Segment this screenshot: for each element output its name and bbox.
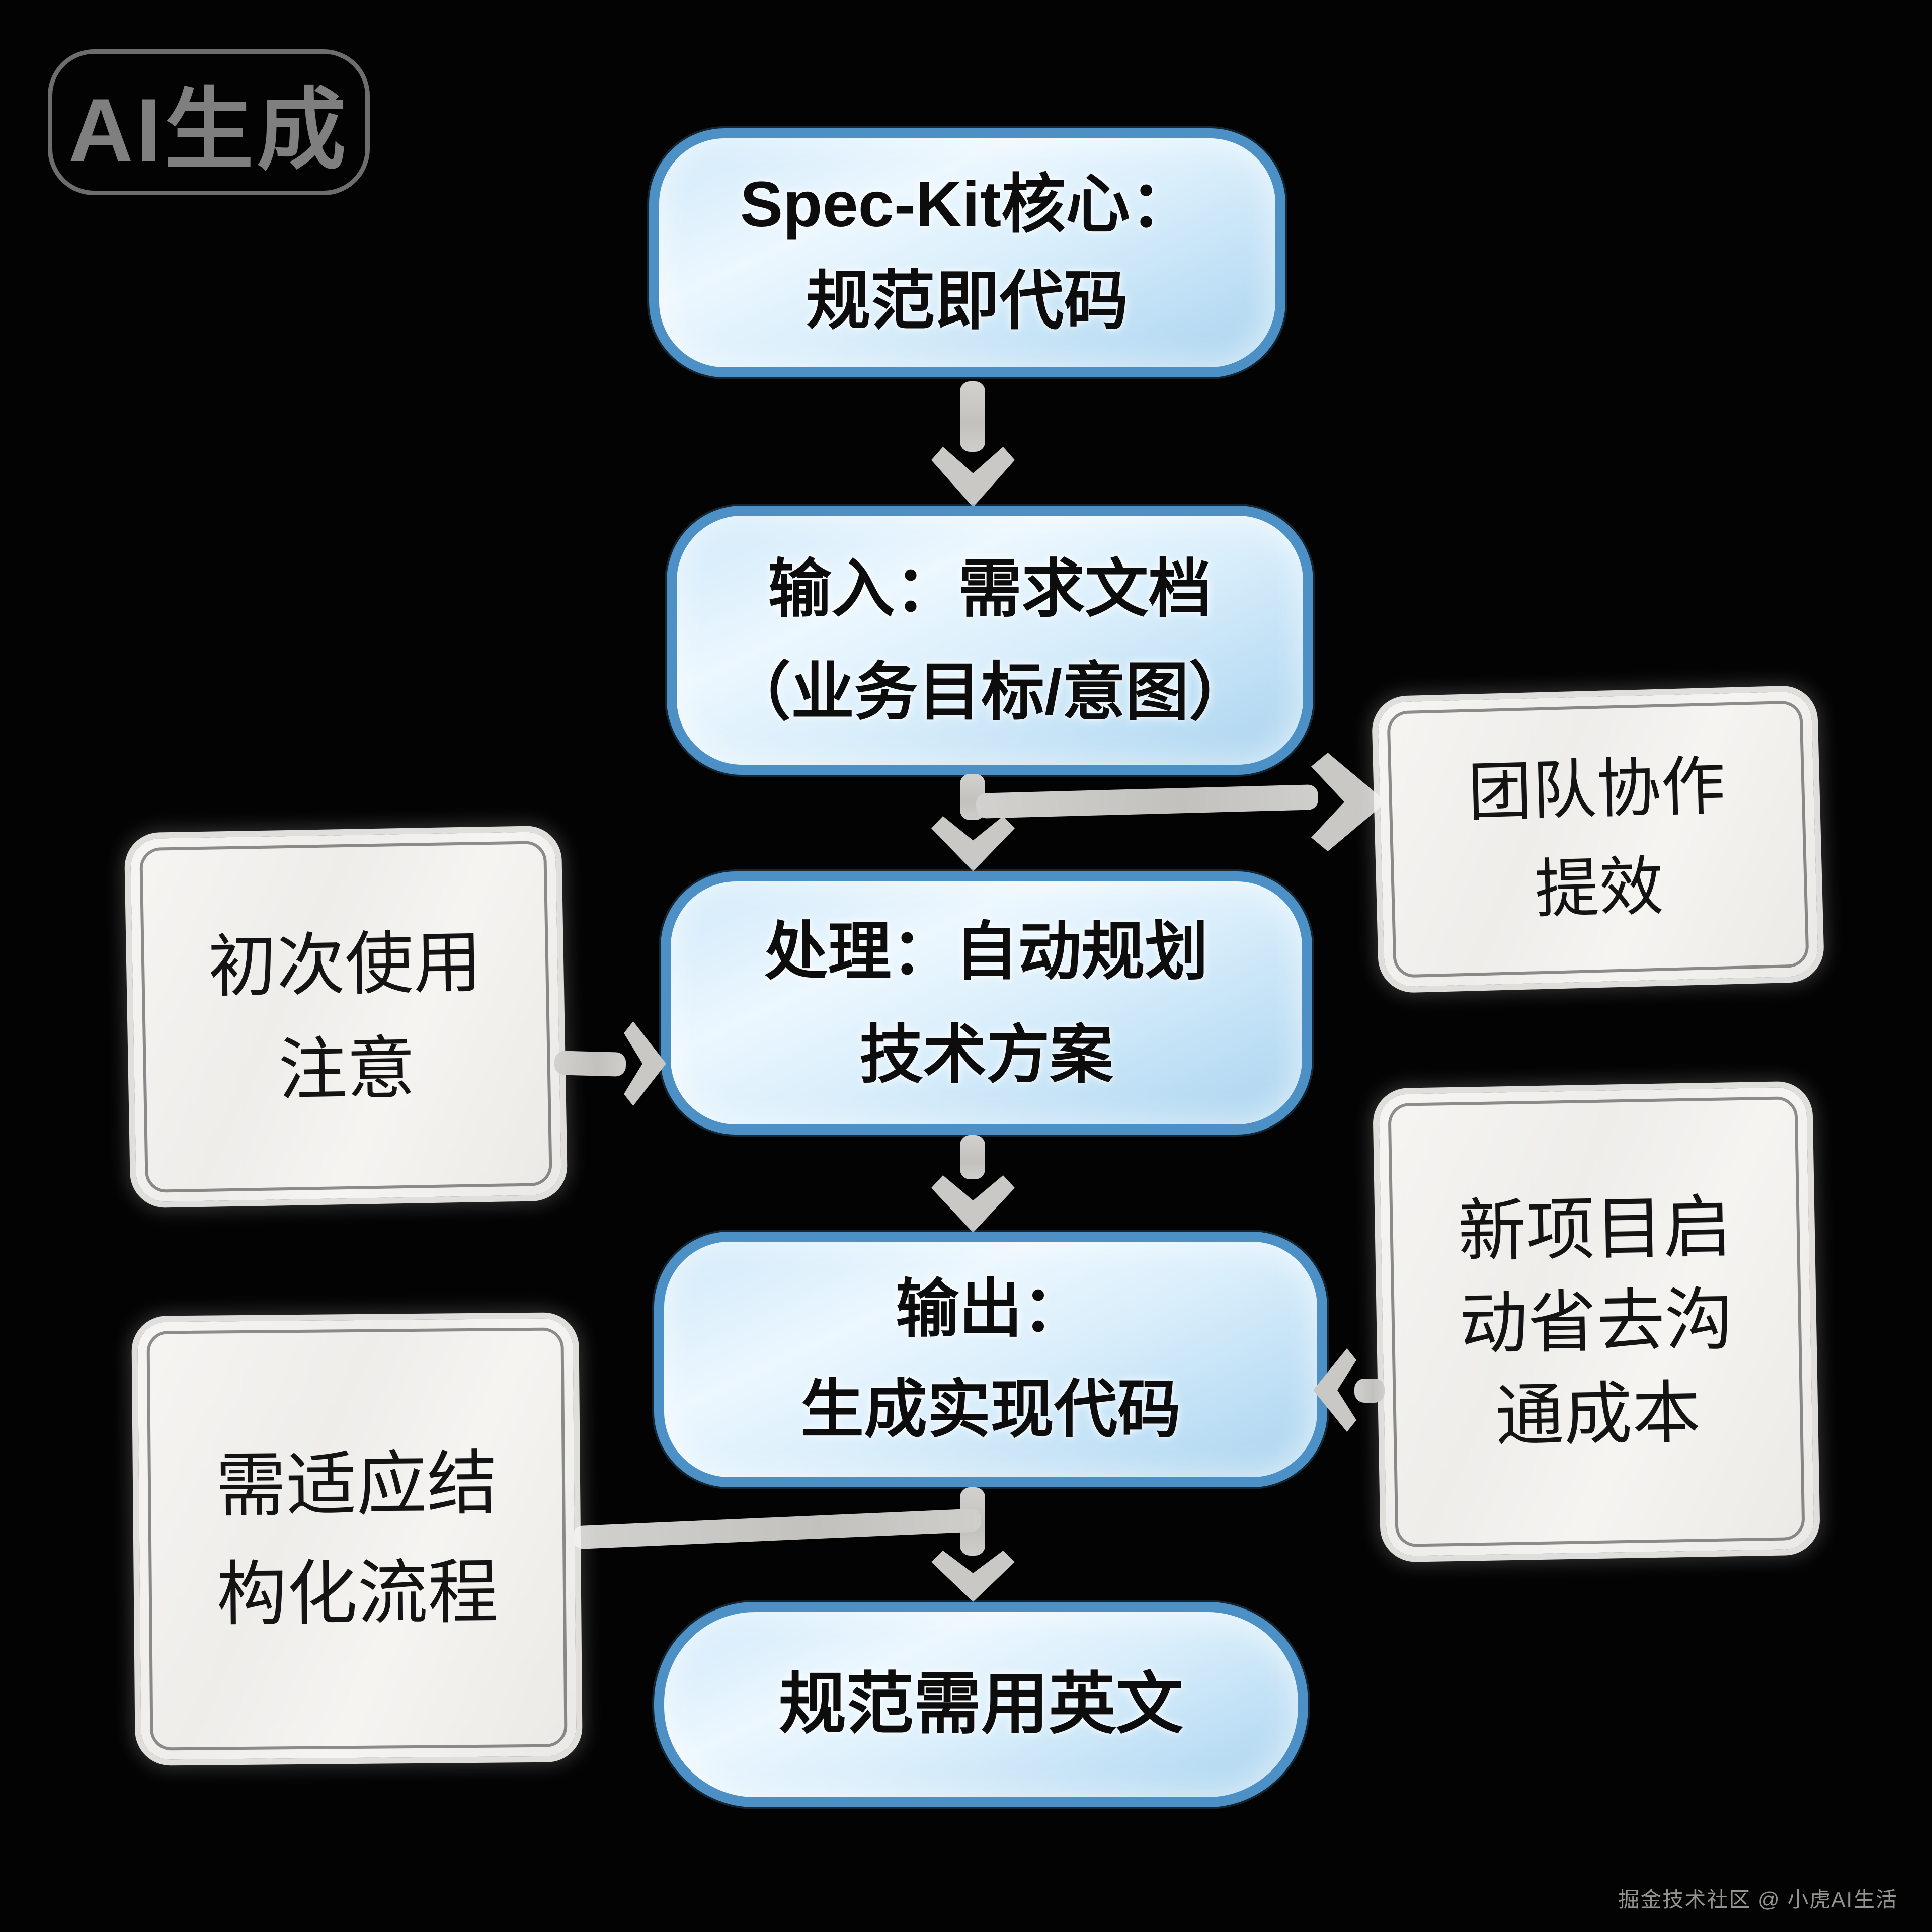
arrow-core-to-input-head: [931, 447, 1015, 507]
note-structured-line1: 需适应结: [215, 1443, 498, 1525]
note-new-project-line3: 通成本: [1494, 1374, 1702, 1455]
node-input-line2: （业务目标/意图）: [727, 656, 1252, 728]
arrow-process-to-output-stem: [960, 1135, 985, 1179]
arrow-input-to-process-head: [931, 816, 1015, 871]
ai-generated-badge: AI生成: [48, 49, 370, 195]
note-first-use-line1: 初次使用: [207, 924, 482, 1005]
arrow-first-use-to-process-stem: [554, 1051, 626, 1077]
note-new-project-line1: 新项目启: [1457, 1188, 1733, 1270]
flow-node-english: 规范需用英文: [654, 1602, 1308, 1807]
arrow-output-to-english-head: [931, 1551, 1015, 1602]
node-process-line2: 技术方案: [859, 1019, 1113, 1090]
note-team-line1: 团队协作: [1467, 750, 1727, 829]
node-output-line2: 生成实现代码: [800, 1374, 1181, 1445]
node-process-line1: 处理：自动规划: [764, 916, 1209, 987]
arrow-branch-to-team-stem: [976, 784, 1319, 819]
watermark: 掘金技术社区 @ 小虎AI生活: [1618, 1883, 1898, 1913]
flow-node-input: 输入：需求文档 （业务目标/意图）: [667, 506, 1313, 775]
arrow-process-to-output-head: [931, 1175, 1015, 1233]
node-core-line1: Spec-Kit核心：: [740, 168, 1195, 240]
note-new-project-line2: 动省去沟: [1459, 1281, 1734, 1362]
note-team-collaboration: 团队协作 提效: [1377, 691, 1819, 988]
arrow-branch-to-team-head: [1311, 753, 1387, 851]
note-first-use: 初次使用 注意: [130, 831, 562, 1202]
note-structured-line2: 构化流程: [216, 1552, 499, 1634]
note-first-use-line2: 注意: [278, 1029, 416, 1109]
arrow-core-to-input-stem: [960, 381, 985, 452]
note-team-line2: 提效: [1534, 850, 1665, 926]
flow-node-core: Spec-Kit核心： 规范即代码: [649, 128, 1285, 377]
watermark-text: 掘金技术社区 @ 小虎AI生活: [1618, 1888, 1898, 1911]
ai-generated-badge-label: AI生成: [68, 79, 349, 180]
node-output-line1: 输出：: [896, 1273, 1086, 1344]
connector-structured-to-flow: [572, 1508, 982, 1550]
arrow-new-project-to-output-stem: [1354, 1379, 1385, 1403]
node-english-line1: 规范需用英文: [778, 1667, 1183, 1742]
node-core-line2: 规范即代码: [806, 265, 1129, 337]
arrow-first-use-to-process-head: [624, 1021, 666, 1106]
node-input-line1: 输入：需求文档: [768, 553, 1212, 624]
flow-node-output: 输出： 生成实现代码: [654, 1232, 1327, 1487]
note-new-project: 新项目启 动省去沟 通成本: [1379, 1087, 1814, 1557]
note-structured-process: 需适应结 构化流程: [137, 1318, 577, 1760]
flow-node-process: 处理：自动规划 技术方案: [661, 871, 1312, 1135]
